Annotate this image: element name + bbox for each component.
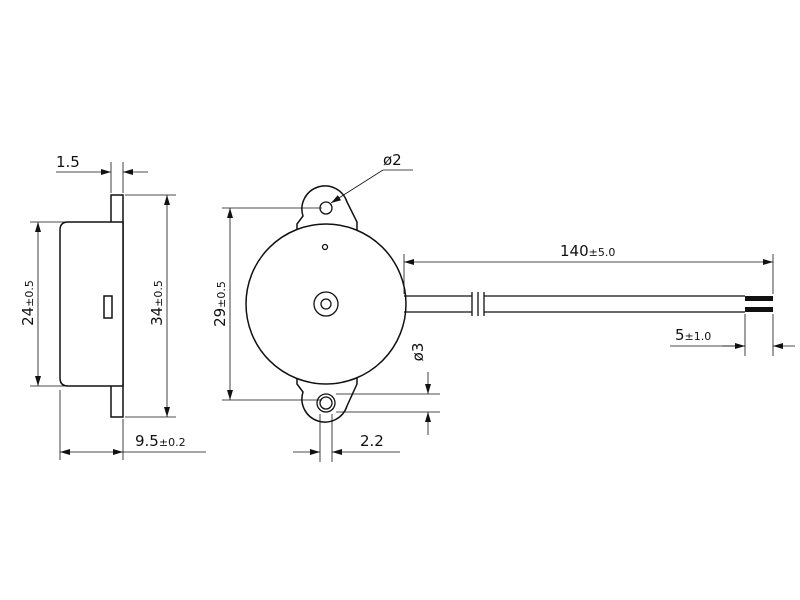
lead-wires bbox=[404, 292, 773, 316]
hole-offset-label: 2.2 bbox=[360, 432, 384, 450]
bottom-mount-hole-inner bbox=[319, 396, 333, 410]
sound-hole-outer bbox=[313, 291, 339, 317]
body-height-label: 24±0.5 bbox=[19, 280, 37, 326]
sound-hole-inner bbox=[320, 298, 332, 310]
side-view: 1.5 24±0.5 34±0.5 9.5±0.2 bbox=[19, 153, 206, 460]
strip-length-label: 5±1.0 bbox=[675, 326, 711, 344]
stripped-end-top bbox=[745, 296, 773, 301]
stripped-end-bottom bbox=[745, 307, 773, 312]
body-diameter-label: 29±0.5 bbox=[211, 281, 229, 327]
mount-hole-dia-label: ø2 bbox=[383, 151, 402, 169]
bottom-mount-hole bbox=[316, 393, 336, 413]
side-terminal bbox=[103, 295, 113, 319]
front-body bbox=[245, 223, 407, 385]
overall-height-label: 34±0.5 bbox=[148, 280, 166, 326]
front-view: ø2 29±0.5 140±5.0 5±1.0 ø3 2.2 bbox=[211, 151, 795, 462]
wire-length-label: 140±5.0 bbox=[560, 242, 615, 260]
outer-hole-dia-label: ø3 bbox=[409, 343, 427, 362]
depth-label: 9.5±0.2 bbox=[135, 432, 186, 450]
flange-thickness-label: 1.5 bbox=[56, 153, 80, 171]
side-body bbox=[59, 221, 124, 387]
reference-dot bbox=[321, 243, 329, 251]
